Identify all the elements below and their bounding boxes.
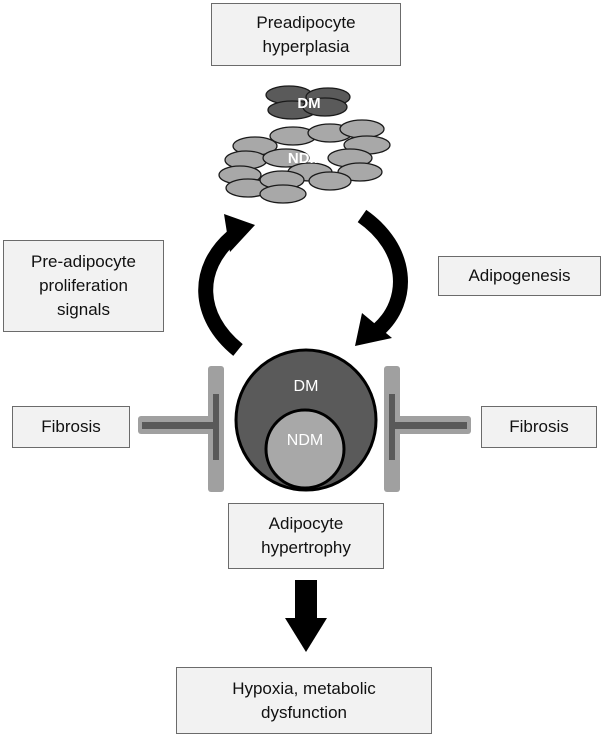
- fibrosis-left-box: Fibrosis: [12, 406, 130, 448]
- ndm-preadipocyte-cluster: [218, 119, 391, 204]
- dm-preadipocyte-cluster: [265, 85, 351, 120]
- cluster-dm-label: DM: [297, 95, 320, 112]
- fibrosis-right-inhibitor: [384, 366, 471, 492]
- ndm-cell: [259, 184, 307, 204]
- fibrosis-right-box: Fibrosis: [481, 406, 597, 448]
- ndm-cell: [262, 148, 310, 168]
- adipocyte-hypertrophy-box: Adipocyte hypertrophy: [228, 503, 384, 569]
- hypoxia-metabolic-dysfunction-box: Hypoxia, metabolic dysfunction: [176, 667, 432, 734]
- ndm-adipocyte: [264, 408, 346, 490]
- adipogenesis-box: Adipogenesis: [438, 256, 601, 296]
- cluster-ndm-label: NDM: [288, 150, 322, 167]
- proliferation-signals-box: Pre-adipocyte proliferation signals: [3, 240, 164, 332]
- adipocyte-dm-label: DM: [294, 378, 319, 395]
- adipogenesis-arrow: [355, 209, 408, 346]
- down-arrow: [285, 580, 327, 652]
- fibrosis-left-inhibitor: [138, 366, 224, 492]
- proliferation-arrow: [198, 214, 255, 356]
- dm-cell: [302, 97, 348, 117]
- ndm-cell: [339, 119, 385, 139]
- preadipocyte-hyperplasia-box: Preadipocyte hyperplasia: [211, 3, 401, 66]
- ndm-cell: [308, 171, 352, 191]
- hypertrophic-adipocyte: [234, 348, 378, 492]
- adipocyte-ndm-label: NDM: [287, 432, 323, 449]
